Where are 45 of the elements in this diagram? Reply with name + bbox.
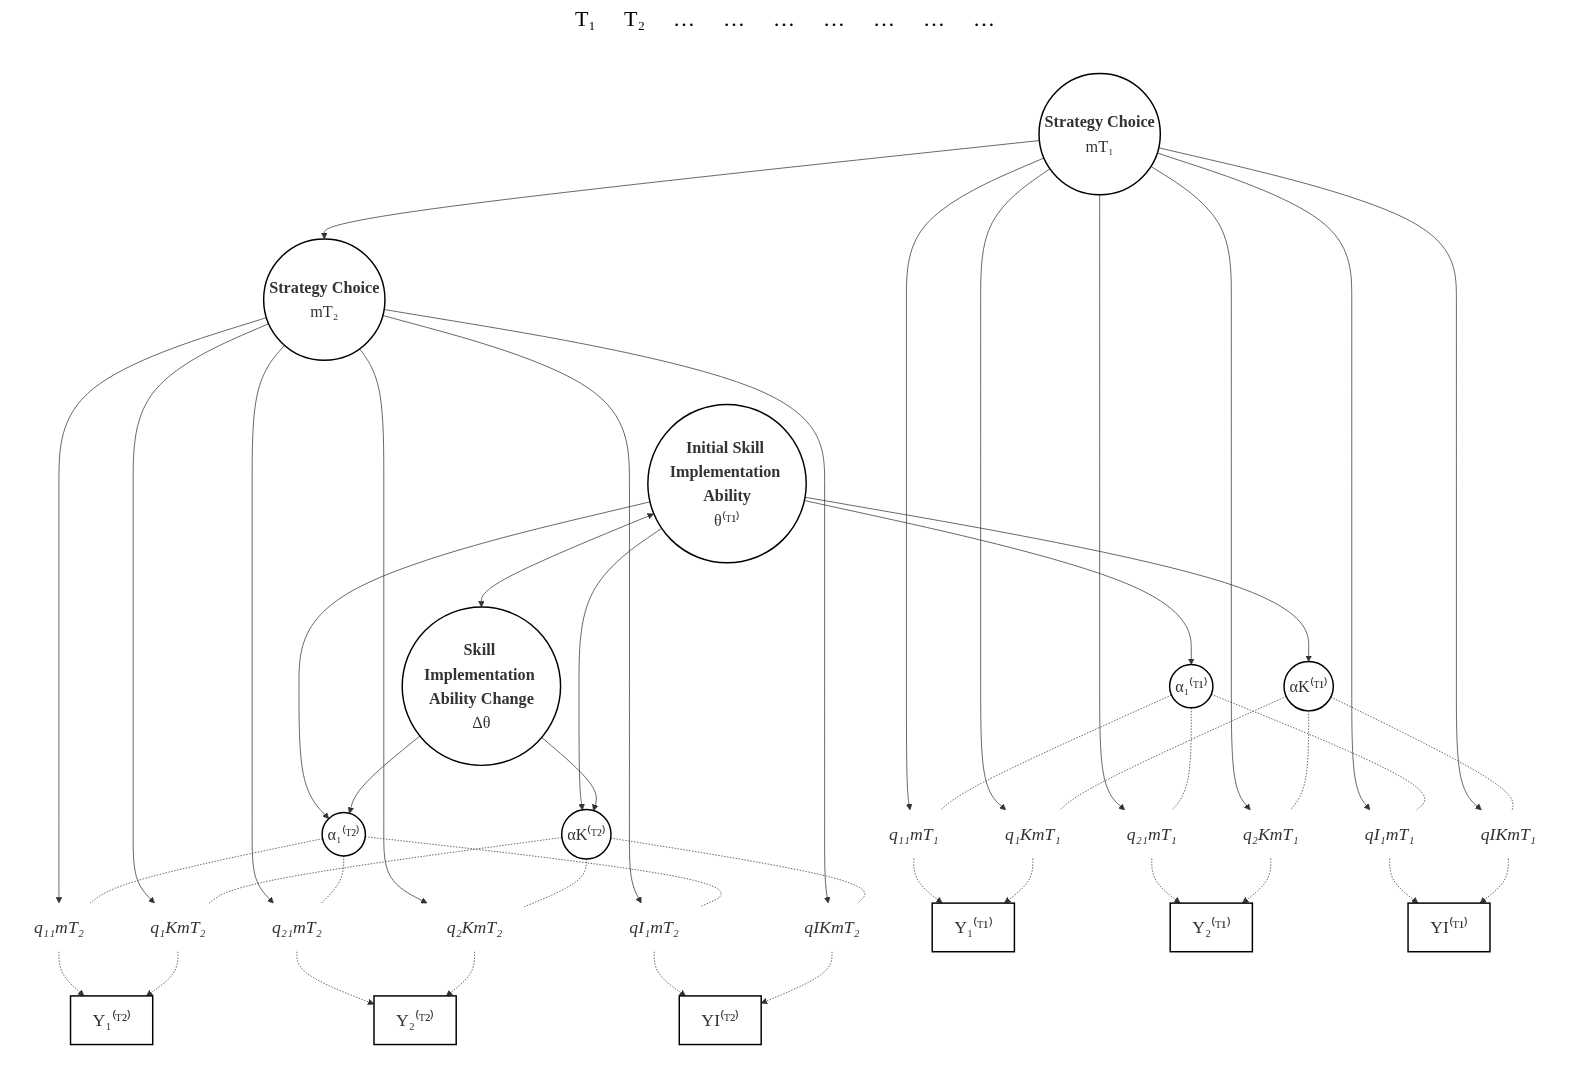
node-box: Y₁⁽ᵀ²⁾ [69, 995, 154, 1046]
node-circle: αK⁽ᵀ²⁾ [560, 808, 612, 860]
node-circle: αK⁽ᵀ¹⁾ [1283, 660, 1335, 712]
node-box: Y₂⁽ᵀ²⁾ [373, 995, 457, 1046]
node-text: q₂KmT₂ [446, 917, 503, 937]
node-text: q₁₁mT₂ [33, 917, 84, 937]
connector [89, 838, 323, 904]
node-circle: Skill Implementation Ability Change Δθ [401, 606, 562, 767]
node-text: qI₁mT₂ [629, 917, 679, 937]
connector [1059, 696, 1287, 811]
annotation: … [723, 6, 746, 32]
node-box: Y₂⁽ᵀ¹⁾ [1169, 902, 1254, 953]
node-text: q₁KmT₁ [1005, 824, 1061, 844]
node-box: Y₁⁽ᵀ¹⁾ [931, 902, 1016, 953]
node-box: YI⁽ᵀ²⁾ [678, 995, 762, 1046]
node-circle: Strategy Choice mT₁ [1038, 72, 1162, 196]
connector [321, 855, 345, 904]
node-circle: Strategy Choice mT₂ [262, 238, 386, 361]
node-text: q₂₁mT₁ [1126, 824, 1177, 844]
node-circle: α₁⁽ᵀ¹⁾ [1168, 663, 1214, 709]
node-box: YI⁽ᵀ¹⁾ [1407, 902, 1491, 953]
annotation: … [973, 6, 996, 32]
node-text: qI₁mT₁ [1364, 824, 1415, 844]
annotation: T₂ [624, 6, 646, 32]
connector [1330, 696, 1514, 811]
annotation: T₁ [574, 6, 596, 32]
annotation: … [923, 6, 946, 32]
node-text: qIKmT₁ [1480, 824, 1537, 844]
annotation: … [823, 6, 846, 32]
annotation: … [673, 6, 696, 32]
annotation: … [773, 6, 796, 32]
connector [524, 858, 587, 908]
node-circle: Initial Skill Implementation Ability θ⁽ᵀ¹⁾ [647, 403, 807, 564]
connector [1171, 707, 1192, 811]
connector [1290, 710, 1310, 811]
connector [940, 694, 1172, 811]
node-text: q₂₁mT₂ [271, 917, 322, 937]
node-text: qIKmT₂ [804, 917, 860, 937]
connector [610, 837, 866, 904]
annotation: … [873, 6, 896, 32]
node-circle: α₁⁽ᵀ²⁾ [321, 811, 367, 857]
node-text: q₂KmT₁ [1243, 824, 1299, 844]
connector [1210, 693, 1426, 811]
node-text: q₁KmT₂ [150, 917, 206, 937]
node-text: q₁₁mT₁ [888, 824, 939, 844]
